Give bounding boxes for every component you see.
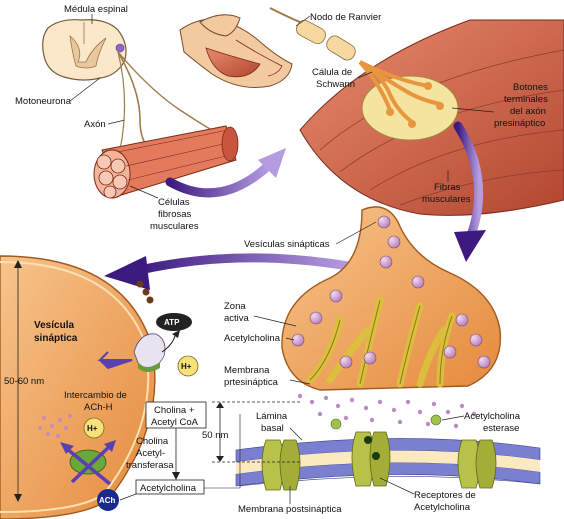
label-schwann-2: Schwann	[316, 79, 355, 90]
acetylcholine-receptors	[261, 431, 497, 491]
proton-pump	[97, 280, 180, 372]
arrow-to-synapse	[453, 121, 486, 262]
label-motoneurona: Motoneurona	[15, 96, 72, 107]
label-membrana-pre-2: prtesináptica	[224, 377, 279, 388]
acetylcholina-box	[135, 479, 205, 495]
label-50-60nm: 50-60 nm	[4, 376, 44, 387]
label-transferasa-1: Cholina	[136, 436, 169, 447]
spinal-cord-section	[42, 19, 127, 81]
acetylcholinesterase	[330, 414, 442, 430]
label-botones-1: Botones	[513, 82, 548, 93]
label-lamina-1: Lámina	[256, 411, 288, 422]
presynaptic-terminal	[281, 206, 502, 391]
axon-terminal-top	[358, 60, 459, 141]
label-esterase-2: esterase	[483, 423, 519, 434]
label-celulas-2: fibrosas	[158, 209, 192, 220]
muscle-fibre-bundle	[93, 125, 239, 199]
label-esterase-1: Acetylcholina	[464, 411, 521, 422]
label-h-plus-2: H+	[87, 424, 98, 433]
label-acetylcholina-box: Acetylcholina	[140, 483, 197, 494]
label-zona-2: activa	[224, 313, 250, 324]
atp-badge	[156, 313, 192, 331]
label-schwann-1: Cálula de	[312, 67, 352, 78]
h-plus-badge-2	[83, 417, 105, 439]
label-receptores-1: Receptores de	[414, 490, 476, 501]
ach-badge	[97, 489, 119, 511]
vesicle-measure	[14, 260, 22, 502]
h-plus-badge-1	[177, 355, 199, 377]
label-cholina-box-2: Acetyl CoA	[151, 417, 199, 428]
label-atp: ATP	[164, 318, 180, 327]
label-acetylcholina-top: Acetylcholina	[224, 333, 281, 344]
label-celulas-1: Células	[158, 197, 190, 208]
label-celulas-3: musculares	[150, 221, 199, 232]
cholina-acetylcoa-box	[145, 401, 207, 429]
arrow-to-junction	[165, 148, 286, 198]
label-vesicula-1: Vesícula	[34, 320, 74, 331]
label-botones-3: del axón	[510, 106, 546, 117]
label-intercambio-2: ACh-H	[84, 402, 113, 413]
label-botones-4: presináptico	[494, 118, 545, 129]
label-membrana-pre-1: Membrana	[224, 365, 270, 376]
label-vesiculas-sinapticas: Vesículas sinápticas	[244, 239, 330, 250]
cleft-measure	[212, 401, 300, 463]
ach-dots-vesicle	[38, 414, 72, 438]
label-zona-1: Zona	[224, 301, 246, 312]
label-transferasa-3: transferasa	[126, 460, 174, 471]
label-vesicula-2: sináptica	[34, 333, 78, 344]
released-acetylcholine	[297, 393, 477, 429]
label-lamina-2: basal	[261, 423, 284, 434]
label-membrana-post: Membrana postsináptica	[238, 504, 342, 515]
arm-illustration	[179, 14, 293, 88]
label-50nm: 50 nm	[202, 430, 228, 441]
synaptic-vesicle	[0, 255, 156, 519]
label-fibras-1: Fibras	[434, 182, 461, 193]
label-nodo-ranvier: Nodo de Ranvier	[310, 12, 381, 23]
label-ach: ACh	[99, 496, 116, 505]
label-transferasa-2: Acetyl-	[136, 448, 165, 459]
label-medula-espinal: Médula espinal	[64, 4, 128, 15]
label-cholina-box-1: Cholina +	[154, 405, 195, 416]
label-fibras-2: musculares	[422, 194, 471, 205]
label-intercambio-1: Intercambio de	[64, 390, 127, 401]
label-receptores-2: Acetylcholina	[414, 502, 471, 513]
ach-h-exchanger	[60, 440, 116, 486]
label-h-plus-1: H+	[181, 362, 192, 371]
label-axon: Axón	[84, 119, 106, 130]
label-botones-2: terminales	[504, 94, 548, 105]
